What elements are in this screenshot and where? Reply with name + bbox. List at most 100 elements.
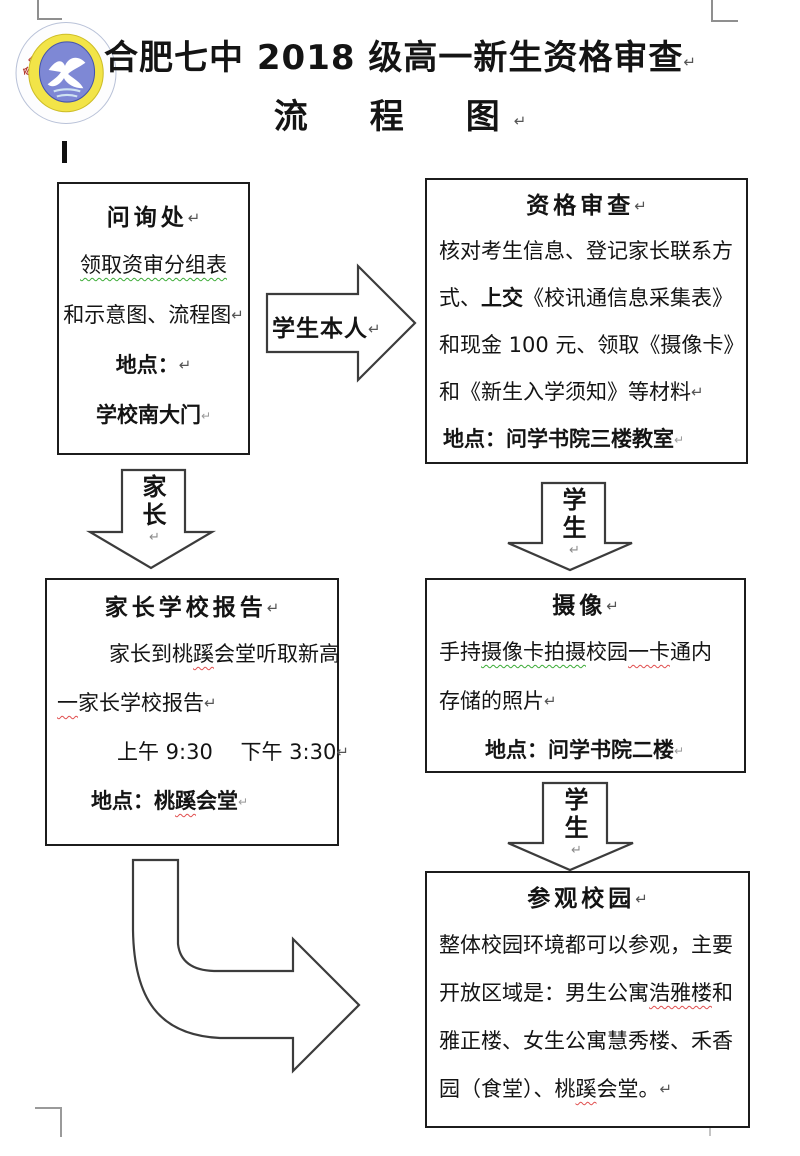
flow-box-review: 资格审查↵ 核对考生信息、登记家长联系方 式、上交《校讯通信息采集表》 和现金 … <box>425 178 748 464</box>
box-line: 地点：↵ <box>59 340 248 390</box>
box-line: 和《新生入学须知》等材料↵ <box>439 369 734 416</box>
box-line: 核对考生信息、登记家长联系方 <box>439 228 734 275</box>
box-line: 和现金 100 元、领取《摄像卡》 <box>439 322 744 369</box>
box-title: 资格审查↵ <box>439 184 734 228</box>
line-text: 核对考生信息、登记家长联系方 <box>439 239 733 263</box>
page-title-text: 合肥七中 2018 级高一新生资格审查 <box>104 38 684 78</box>
line-text: 地点：桃 <box>91 789 175 813</box>
return-mark: ↵ <box>178 356 192 374</box>
box-line: 存储的照片↵ <box>439 677 732 726</box>
box-title-text: 参观校园 <box>527 886 636 912</box>
line-text: 和《新生入学须知》等材料 <box>439 380 691 404</box>
line-text-bold: 上交 <box>481 286 523 310</box>
return-mark: ↵ <box>569 843 584 858</box>
text-boundary-corner-top-right <box>711 0 738 22</box>
line-text: 会堂听取新高 <box>214 642 340 666</box>
line-text: 通内 <box>670 640 712 664</box>
logo-bird-glyph <box>47 57 86 89</box>
box-line: 园（食堂）、桃蹊会堂。↵ <box>439 1065 736 1113</box>
arrow-down-student-1 <box>507 481 633 572</box>
box-line: 和示意图、流程图↵ <box>59 290 248 340</box>
return-mark: ↵ <box>187 209 201 227</box>
line-text: 手持 <box>439 640 481 664</box>
line-text-misspell: 一卡 <box>628 640 670 664</box>
box-location-line: 地点：桃蹊会堂↵ <box>57 777 327 827</box>
line-text-misspell: 蹊 <box>193 642 214 666</box>
return-mark: ↵ <box>336 743 349 761</box>
line-text: 会堂。 <box>596 1077 660 1101</box>
line-text: 家长到桃 <box>109 642 193 666</box>
box-title-text: 摄像 <box>552 593 607 619</box>
return-mark: ↵ <box>204 694 217 712</box>
flow-box-inquiry: 问询处↵ 领取资审分组表 和示意图、流程图↵ 地点：↵ 学校南大门↵ <box>57 182 250 455</box>
box-line: 开放区域是：男生公寓浩雅楼和 <box>439 969 736 1017</box>
logo-wave-1 <box>53 88 81 93</box>
return-mark: ↵ <box>147 530 162 545</box>
box-line: 式、上交《校讯通信息采集表》 <box>439 275 734 322</box>
school-logo: 合肥市第七中学 NO.7 MIDDLE SCHOOL OF HEFEI <box>15 22 117 124</box>
arrow-right-student-self <box>265 263 417 383</box>
return-mark: ↵ <box>691 383 704 401</box>
line-text-misspell: 一 <box>57 691 78 715</box>
box-line: 上午 9:30 下午 3:30↵ <box>57 728 349 777</box>
line-text: 家长学校报告 <box>78 691 204 715</box>
line-text: 开放区域是：男生公寓 <box>439 981 649 1005</box>
arrow-label-text: 学生 <box>560 787 588 843</box>
line-text: 和现金 100 元、领取《摄像卡》 <box>439 333 745 357</box>
arrow-label-student-1: 学生↵ <box>558 487 586 558</box>
page-subtitle: 流 程 图↵ <box>90 94 710 144</box>
return-mark: ↵ <box>238 795 249 809</box>
box-line: 家长到桃蹊会堂听取新高 <box>57 630 340 679</box>
flow-box-campus-tour: 参观校园↵ 整体校园环境都可以参观，主要 开放区域是：男生公寓浩雅楼和 雅正楼、… <box>425 871 750 1128</box>
arrow-down-student-2 <box>507 781 634 872</box>
line-text: 校园 <box>586 640 628 664</box>
arrow-label-parent: 家长↵ <box>138 474 166 545</box>
return-mark: ↵ <box>634 197 647 215</box>
return-mark: ↵ <box>231 306 244 324</box>
line-text: 地点：问学书院二楼 <box>485 738 674 762</box>
box-line: 领取资审分组表 <box>59 240 248 290</box>
arrow-label-text: 家长 <box>138 474 166 530</box>
box-title: 家长学校报告↵ <box>57 586 327 630</box>
box-title-text: 资格审查 <box>526 193 635 219</box>
line-text: 《校讯通信息采集表》 <box>523 286 733 310</box>
box-location-line: 地点：问学书院三楼教室↵ <box>439 416 734 464</box>
box-line: 手持摄像卡拍摄校园一卡通内 <box>439 628 732 677</box>
return-mark: ↵ <box>683 53 696 71</box>
return-mark: ↵ <box>544 692 557 710</box>
box-location-line: 地点：问学书院二楼↵ <box>439 726 732 776</box>
return-mark: ↵ <box>606 597 619 615</box>
line-text: 领取资审分组表 <box>80 253 227 277</box>
line-text: 园（食堂）、桃 <box>439 1077 576 1101</box>
arrow-down-parent <box>85 468 217 570</box>
text-boundary-corner-bottom-left <box>35 1107 62 1137</box>
return-mark: ↵ <box>659 1080 673 1098</box>
box-title: 参观校园↵ <box>439 877 736 921</box>
line-text-misspell: 摄像卡拍摄 <box>481 640 586 664</box>
flow-box-parent-report: 家长学校报告↵ 家长到桃蹊会堂听取新高 一家长学校报告↵ 上午 9:30 下午 … <box>45 578 349 846</box>
return-mark: ↵ <box>674 744 685 758</box>
line-text: 上午 9:30 下午 3:30 <box>117 740 337 764</box>
box-title: 问询处↵ <box>59 196 248 240</box>
return-mark: ↵ <box>266 599 280 617</box>
text-cursor-mark <box>62 141 67 163</box>
return-mark: ↵ <box>368 320 381 338</box>
flow-box-photo: 摄像↵ 手持摄像卡拍摄校园一卡通内 存储的照片↵ 地点：问学书院二楼↵ <box>425 578 746 773</box>
arrow-bent-parent-to-tour <box>131 858 361 1074</box>
line-text: 存储的照片 <box>439 689 544 713</box>
box-title: 摄像↵ <box>439 584 732 628</box>
box-line: 雅正楼、女生公寓慧秀楼、禾香 <box>439 1017 736 1065</box>
box-line: 学校南大门↵ <box>59 390 248 441</box>
page-subtitle-text: 流 程 图 <box>273 97 514 137</box>
line-text-misspell: 浩雅楼 <box>649 981 712 1005</box>
line-text: 会堂 <box>196 789 238 813</box>
return-mark: ↵ <box>567 543 582 558</box>
logo-wave-2 <box>56 93 78 98</box>
line-text: 雅正楼、女生公寓慧秀楼、禾香 <box>439 1029 733 1053</box>
arrow-label-text: 学生 <box>558 487 586 543</box>
box-line: 整体校园环境都可以参观，主要 <box>439 921 736 969</box>
page-title: 合肥七中 2018 级高一新生资格审查↵ <box>90 34 710 86</box>
box-line: 一家长学校报告↵ <box>57 679 327 728</box>
